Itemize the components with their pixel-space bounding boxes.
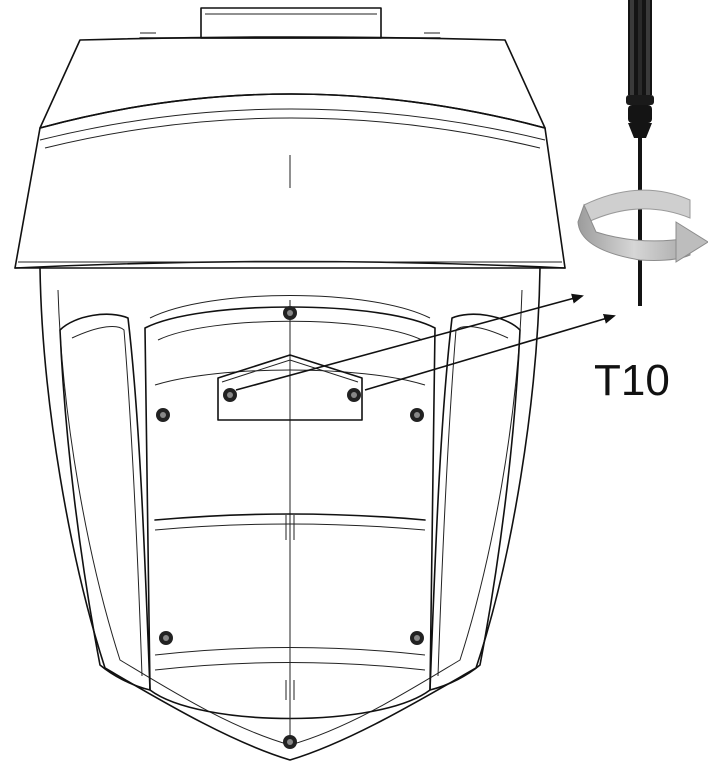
leader-arrow-right-screw	[364, 314, 616, 391]
rotate-clockwise-icon	[577, 189, 708, 263]
tool-size-label: T10	[594, 356, 670, 405]
top-mount-plate	[139, 7, 441, 39]
hatch-screw-left	[223, 388, 237, 402]
body-screw-bottom	[283, 735, 297, 749]
screw-icon	[156, 306, 424, 749]
body-screw-upper-right	[410, 408, 424, 422]
leader-arrow-left-screw	[235, 293, 584, 391]
hatch-cover	[217, 354, 363, 421]
camera-housing-icon	[14, 7, 566, 761]
body-screw-top	[283, 306, 297, 320]
body-screw-lower-left	[159, 631, 173, 645]
body-screw-upper-left	[156, 408, 170, 422]
dome-band	[14, 93, 566, 269]
leader-arrows	[235, 293, 616, 391]
upper-cap	[39, 36, 546, 129]
lower-body	[39, 267, 541, 761]
screwdriver-icon	[626, 0, 654, 306]
body-screw-lower-right	[410, 631, 424, 645]
hatch-screw-right	[347, 388, 361, 402]
